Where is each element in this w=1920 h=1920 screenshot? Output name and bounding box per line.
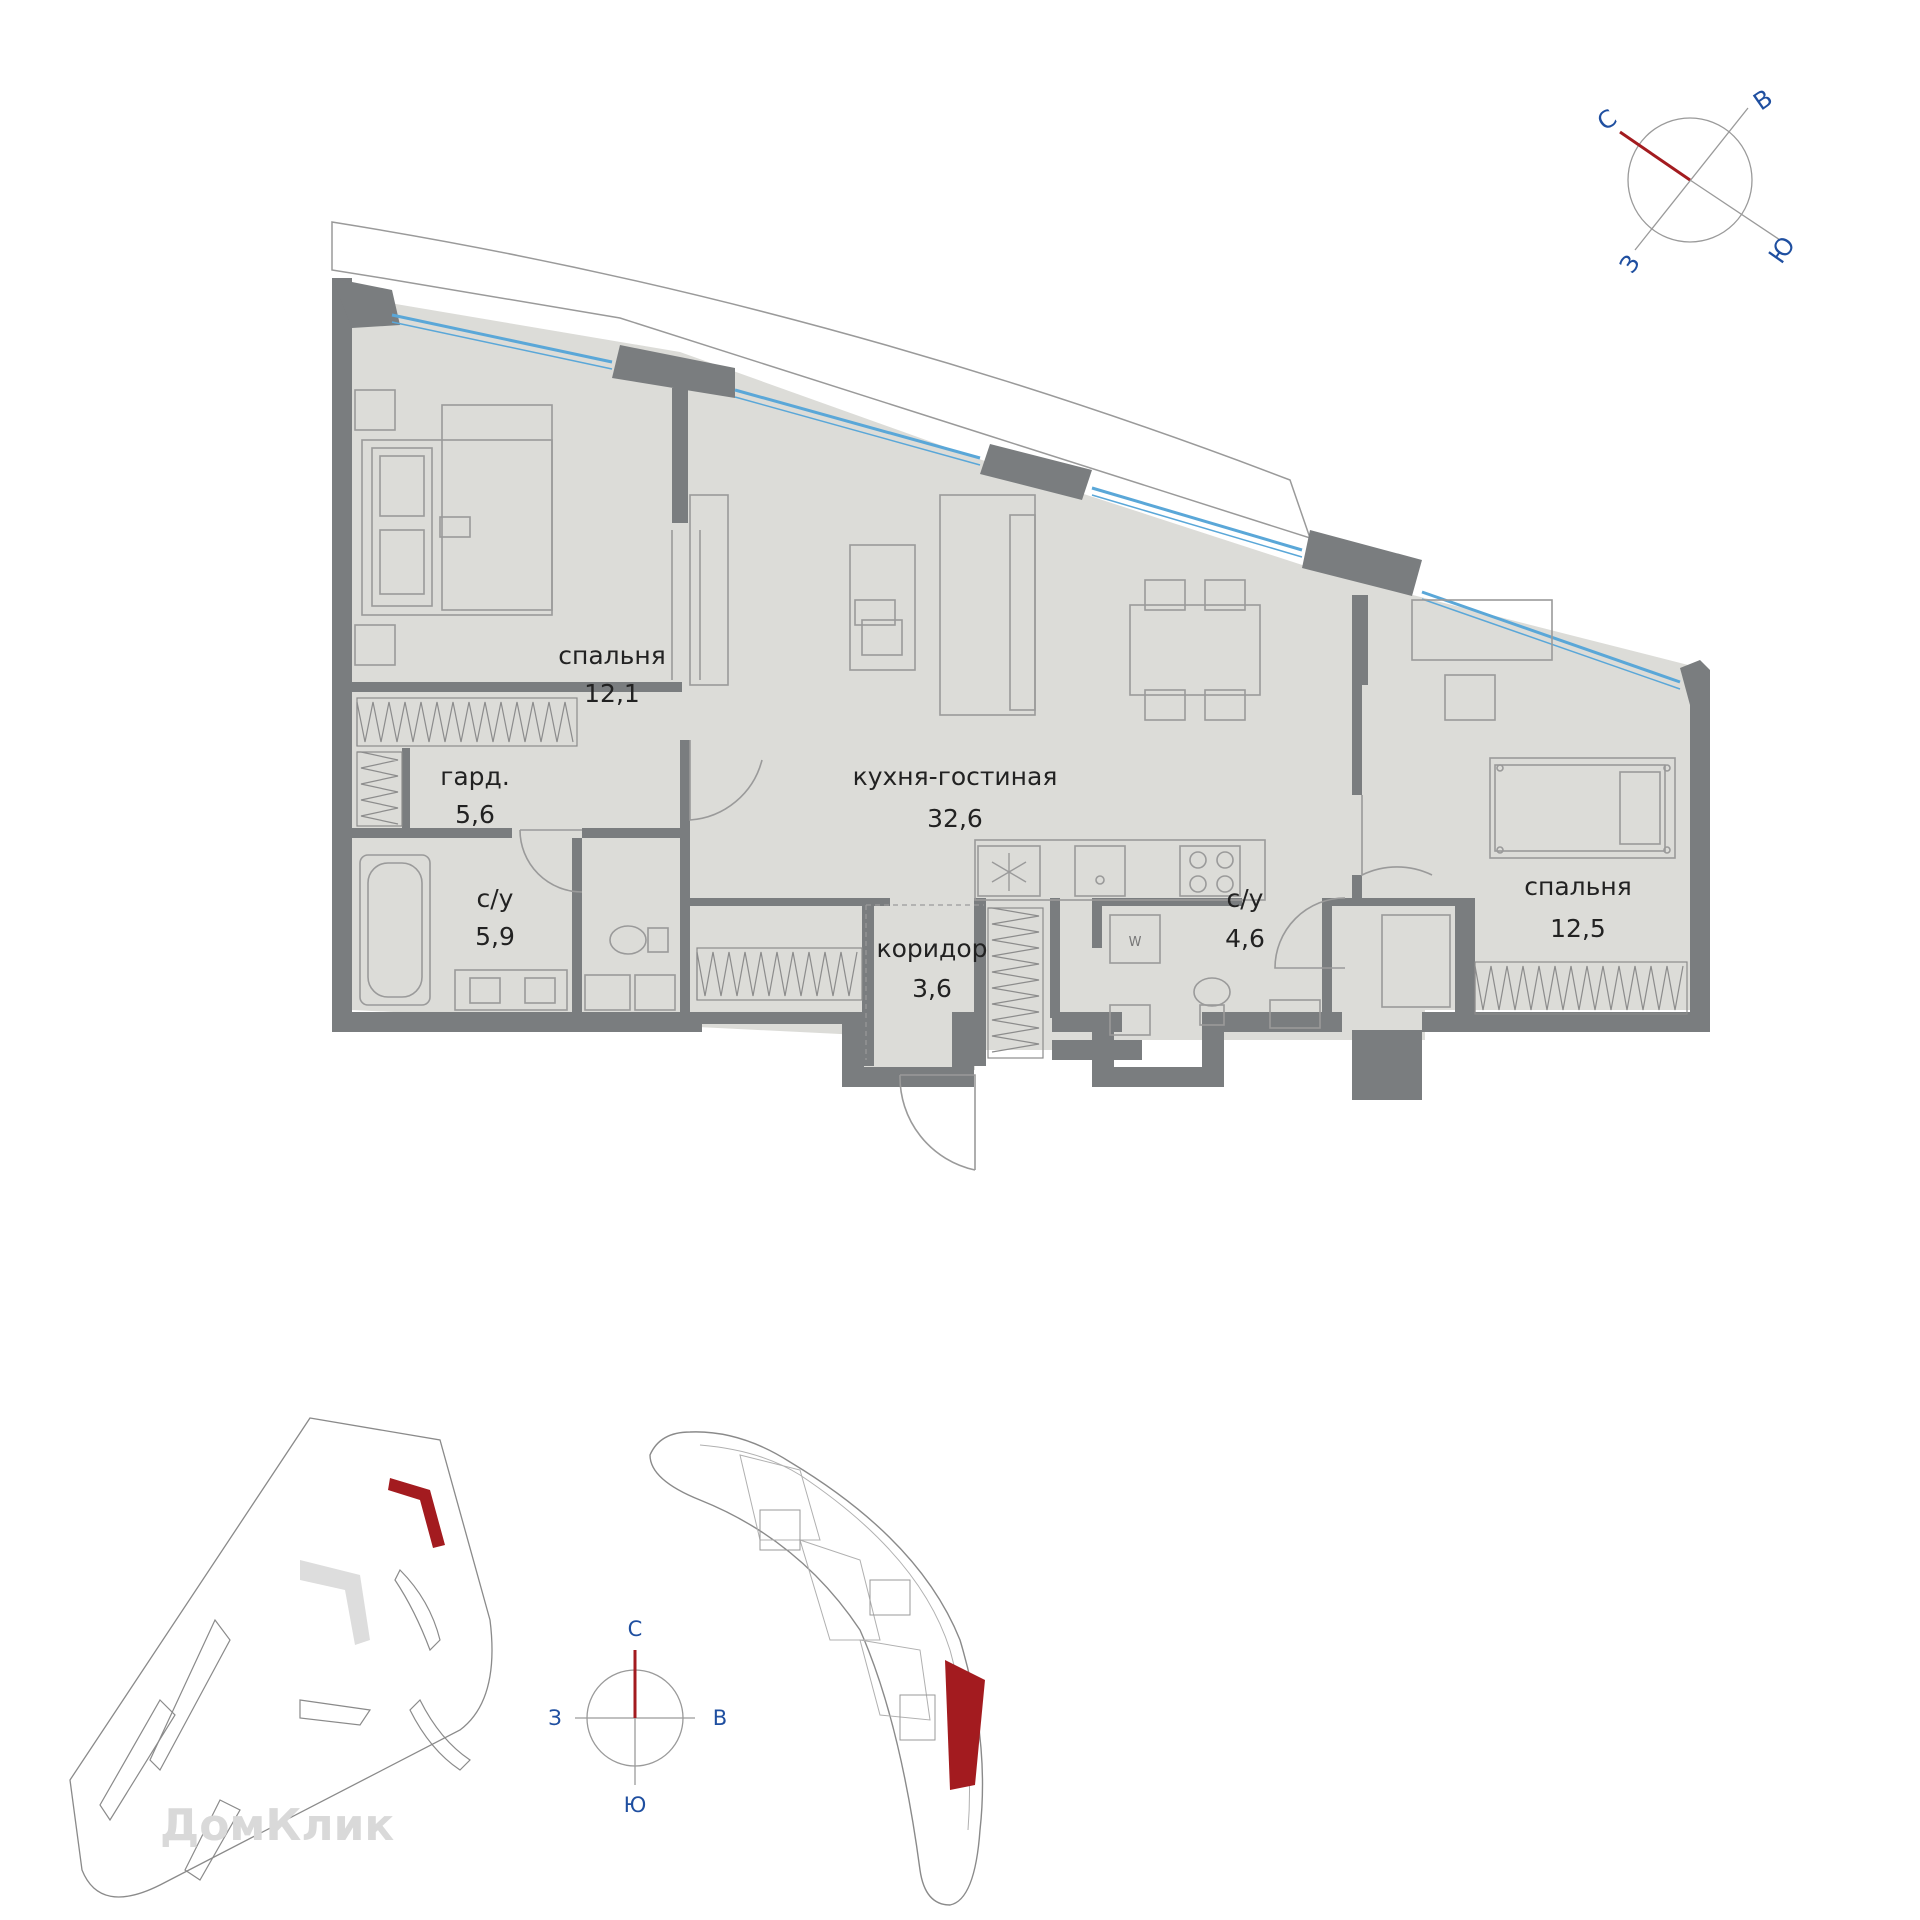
windows [391, 313, 1681, 690]
room-label-corridor: коридор [877, 934, 988, 963]
room-area-kitchen: 32,6 [927, 804, 983, 833]
exterior-walls [332, 278, 1710, 1100]
corridor-closet-zigzag [988, 907, 1040, 1053]
kitchen-furniture [849, 494, 1266, 901]
bath1-fixtures [359, 854, 676, 1011]
watermark: ДомКлик [160, 1800, 394, 1851]
room-area-bedroom1: 12,1 [584, 679, 640, 708]
bedroom1-furniture [354, 389, 729, 686]
compass-small-east: В [713, 1706, 727, 1730]
compass-label-south: Ю [1763, 231, 1801, 268]
site-highlight-building [388, 1478, 445, 1548]
compass-label-west: З [1614, 250, 1646, 279]
footprint-highlight-unit [945, 1660, 985, 1790]
room-label-bedroom2: спальня [1524, 872, 1632, 901]
compass-small-north: С [628, 1617, 643, 1641]
washer-label: W [1129, 935, 1142, 950]
wardrobe-top-zigzag [356, 701, 574, 746]
compass-label-north: С [1592, 104, 1622, 137]
compass-needle-north [1619, 130, 1691, 182]
room-labels: спальня 12,1 гард. 5,6 с/у 5,9 кухня-гос… [440, 641, 1632, 1003]
room-label-wardrobe: гард. [440, 762, 510, 791]
snowflake-icon [991, 853, 1027, 891]
compass-label-east: В [1748, 84, 1778, 116]
room-label-bath2: с/у [1227, 884, 1264, 913]
compass-small: С В Ю З [548, 1617, 727, 1817]
compass-small-west: З [548, 1706, 561, 1730]
bedroom2-closet-zigzag [1474, 965, 1684, 1014]
room-label-kitchen: кухня-гостиная [853, 762, 1058, 791]
compass-main: С В Ю З [1592, 84, 1801, 279]
room-label-bath1: с/у [477, 884, 514, 913]
wardrobe-left [356, 751, 403, 827]
room-area-bath2: 4,6 [1225, 924, 1265, 953]
building-footprint [649, 1431, 985, 1906]
compass-small-south: Ю [624, 1793, 647, 1817]
room-label-bedroom1: спальня [558, 641, 666, 670]
room-area-corridor: 3,6 [912, 974, 952, 1003]
room-area-bath1: 5,9 [475, 922, 515, 951]
bedroom2-furniture [1411, 599, 1676, 859]
facade-outline [331, 221, 1312, 540]
interior-walls [352, 388, 1475, 1066]
wardrobe-hatching [356, 697, 1688, 1059]
corridor-closet [987, 907, 1044, 1059]
room-area-bedroom2: 12,5 [1550, 914, 1606, 943]
bath2-fixtures: W [1109, 914, 1451, 1036]
room-area-wardrobe: 5,6 [455, 800, 495, 829]
wardrobe-left-zigzag [357, 751, 399, 825]
doors [519, 740, 1433, 1171]
site-plan: ДомКлик [69, 1417, 493, 1898]
kitchen-closet-zigzag [696, 951, 858, 1000]
